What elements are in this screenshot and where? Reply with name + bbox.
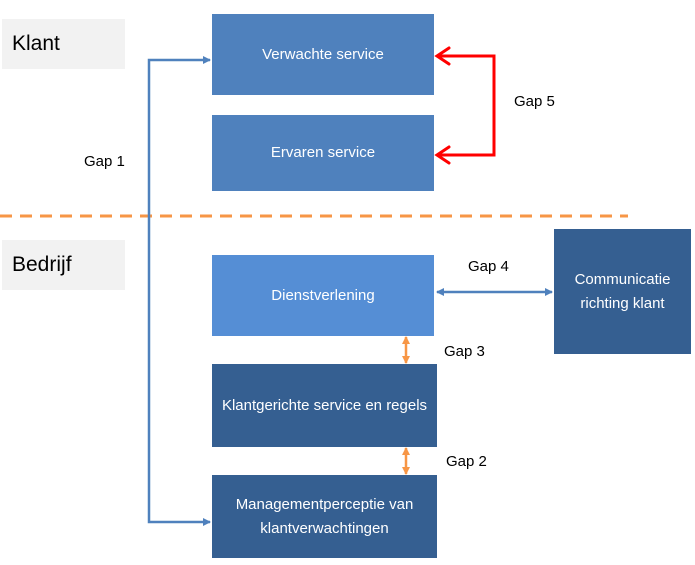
box-expected-service: Verwachte service bbox=[212, 14, 434, 95]
box-service-standards: Klantgerichte service en regels bbox=[212, 364, 437, 447]
gap5-connector bbox=[437, 54, 496, 157]
gap5-label: Gap 5 bbox=[514, 93, 555, 110]
box-management-perception: Managementperceptie van klantverwachting… bbox=[212, 475, 437, 558]
gap2-label: Gap 2 bbox=[446, 453, 487, 470]
box-service-delivery: Dienstverlening bbox=[212, 255, 434, 336]
section-label-company: Bedrijf bbox=[2, 240, 125, 290]
gap1-label: Gap 1 bbox=[84, 153, 125, 170]
gap4-label: Gap 4 bbox=[468, 258, 509, 275]
gap3-label: Gap 3 bbox=[444, 343, 485, 360]
section-label-customer: Klant bbox=[2, 19, 125, 69]
box-communication: Communicatie richting klant bbox=[554, 229, 691, 354]
gap1-connector bbox=[147, 56, 211, 526]
box-perceived-service: Ervaren service bbox=[212, 115, 434, 191]
